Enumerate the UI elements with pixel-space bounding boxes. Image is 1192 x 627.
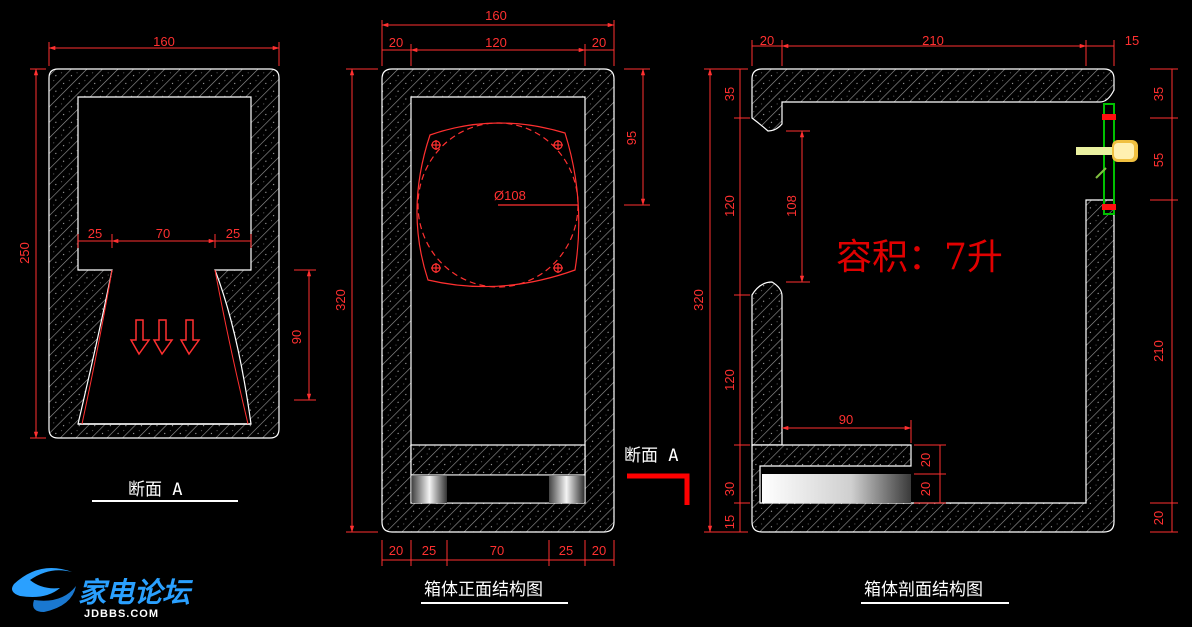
side-right-dim-2: 55 — [1151, 153, 1166, 167]
swirl-logo-icon — [12, 568, 76, 612]
front-bottom-dim-4: 25 — [559, 543, 573, 558]
right-foot-pad — [549, 476, 584, 503]
side-section-view: 容积：7升 20 210 15 320 35 120 — [691, 33, 1178, 604]
side-dimensions — [704, 40, 1178, 533]
front-view: 160 20 120 20 320 95 Ø108 20 25 70 25 20… — [333, 8, 690, 604]
watermark-site: JDBBS.COM — [84, 608, 159, 620]
airflow-arrows — [129, 319, 201, 356]
section-marker-label: 断面 A — [624, 446, 678, 466]
side-back-wall-label: 15 — [1125, 33, 1139, 48]
front-caption: 箱体正面结构图 — [424, 580, 543, 600]
front-inner-width-label: 120 — [485, 35, 507, 50]
front-right-wall-label: 20 — [592, 35, 606, 50]
side-right-dim-3: 210 — [1151, 340, 1166, 362]
watermark-name: 家电论坛 — [78, 576, 194, 609]
front-bottom-dim-5: 20 — [592, 543, 606, 558]
section-a-mid-label: 70 — [156, 226, 170, 241]
port-bar — [762, 474, 911, 503]
side-opening-label: 108 — [784, 195, 799, 217]
front-bottom-dim-2: 25 — [422, 543, 436, 558]
side-right-dim-4: 20 — [1151, 511, 1166, 525]
section-a-left-label: 25 — [88, 226, 102, 241]
section-cut-marker — [627, 473, 690, 505]
speaker-diameter-label: Ø108 — [494, 188, 526, 203]
front-width-label: 160 — [485, 8, 507, 23]
side-left-dim-4: 30 — [722, 482, 737, 496]
side-port-length-label: 90 — [839, 412, 853, 427]
side-caption: 箱体剖面结构图 — [864, 580, 983, 600]
section-a-caption: 断面 A — [128, 480, 182, 500]
left-foot-pad — [412, 476, 447, 503]
side-left-dim-1: 35 — [722, 87, 737, 101]
speaker-driver — [416, 122, 580, 288]
section-a-right-label: 25 — [226, 226, 240, 241]
volume-label: 容积：7升 — [836, 237, 1003, 278]
section-a-port-label: 90 — [289, 330, 304, 344]
section-a-height-label: 250 — [17, 242, 32, 264]
side-depth-label: 210 — [922, 33, 944, 48]
side-left-dim-2: 120 — [722, 195, 737, 217]
front-bottom-dim-3: 70 — [490, 543, 504, 558]
side-left-dim-3: 120 — [722, 369, 737, 391]
side-right-dim-1: 35 — [1151, 87, 1166, 101]
section-a-width-label: 160 — [153, 34, 175, 49]
side-height-label: 320 — [691, 289, 706, 311]
front-height-label: 320 — [333, 289, 348, 311]
front-dimensions — [346, 20, 650, 566]
side-left-dim-5: 15 — [722, 515, 737, 529]
input-terminal — [1076, 103, 1138, 215]
front-wall — [381, 68, 615, 533]
section-a-dimensions — [30, 42, 316, 439]
mount-screw-holes — [431, 140, 563, 273]
side-wall — [751, 68, 1115, 533]
side-port-height-1: 20 — [918, 453, 933, 467]
front-bottom-dim-1: 20 — [389, 543, 403, 558]
section-a-wall — [48, 68, 280, 439]
side-front-wall-label: 20 — [760, 33, 774, 48]
side-port-height-2: 20 — [918, 482, 933, 496]
watermark-logo: 家电论坛 JDBBS.COM — [12, 568, 194, 620]
front-speaker-offset-label: 95 — [624, 131, 639, 145]
section-a-view: 160 250 25 70 25 90 断面 A — [17, 34, 316, 502]
front-left-wall-label: 20 — [389, 35, 403, 50]
